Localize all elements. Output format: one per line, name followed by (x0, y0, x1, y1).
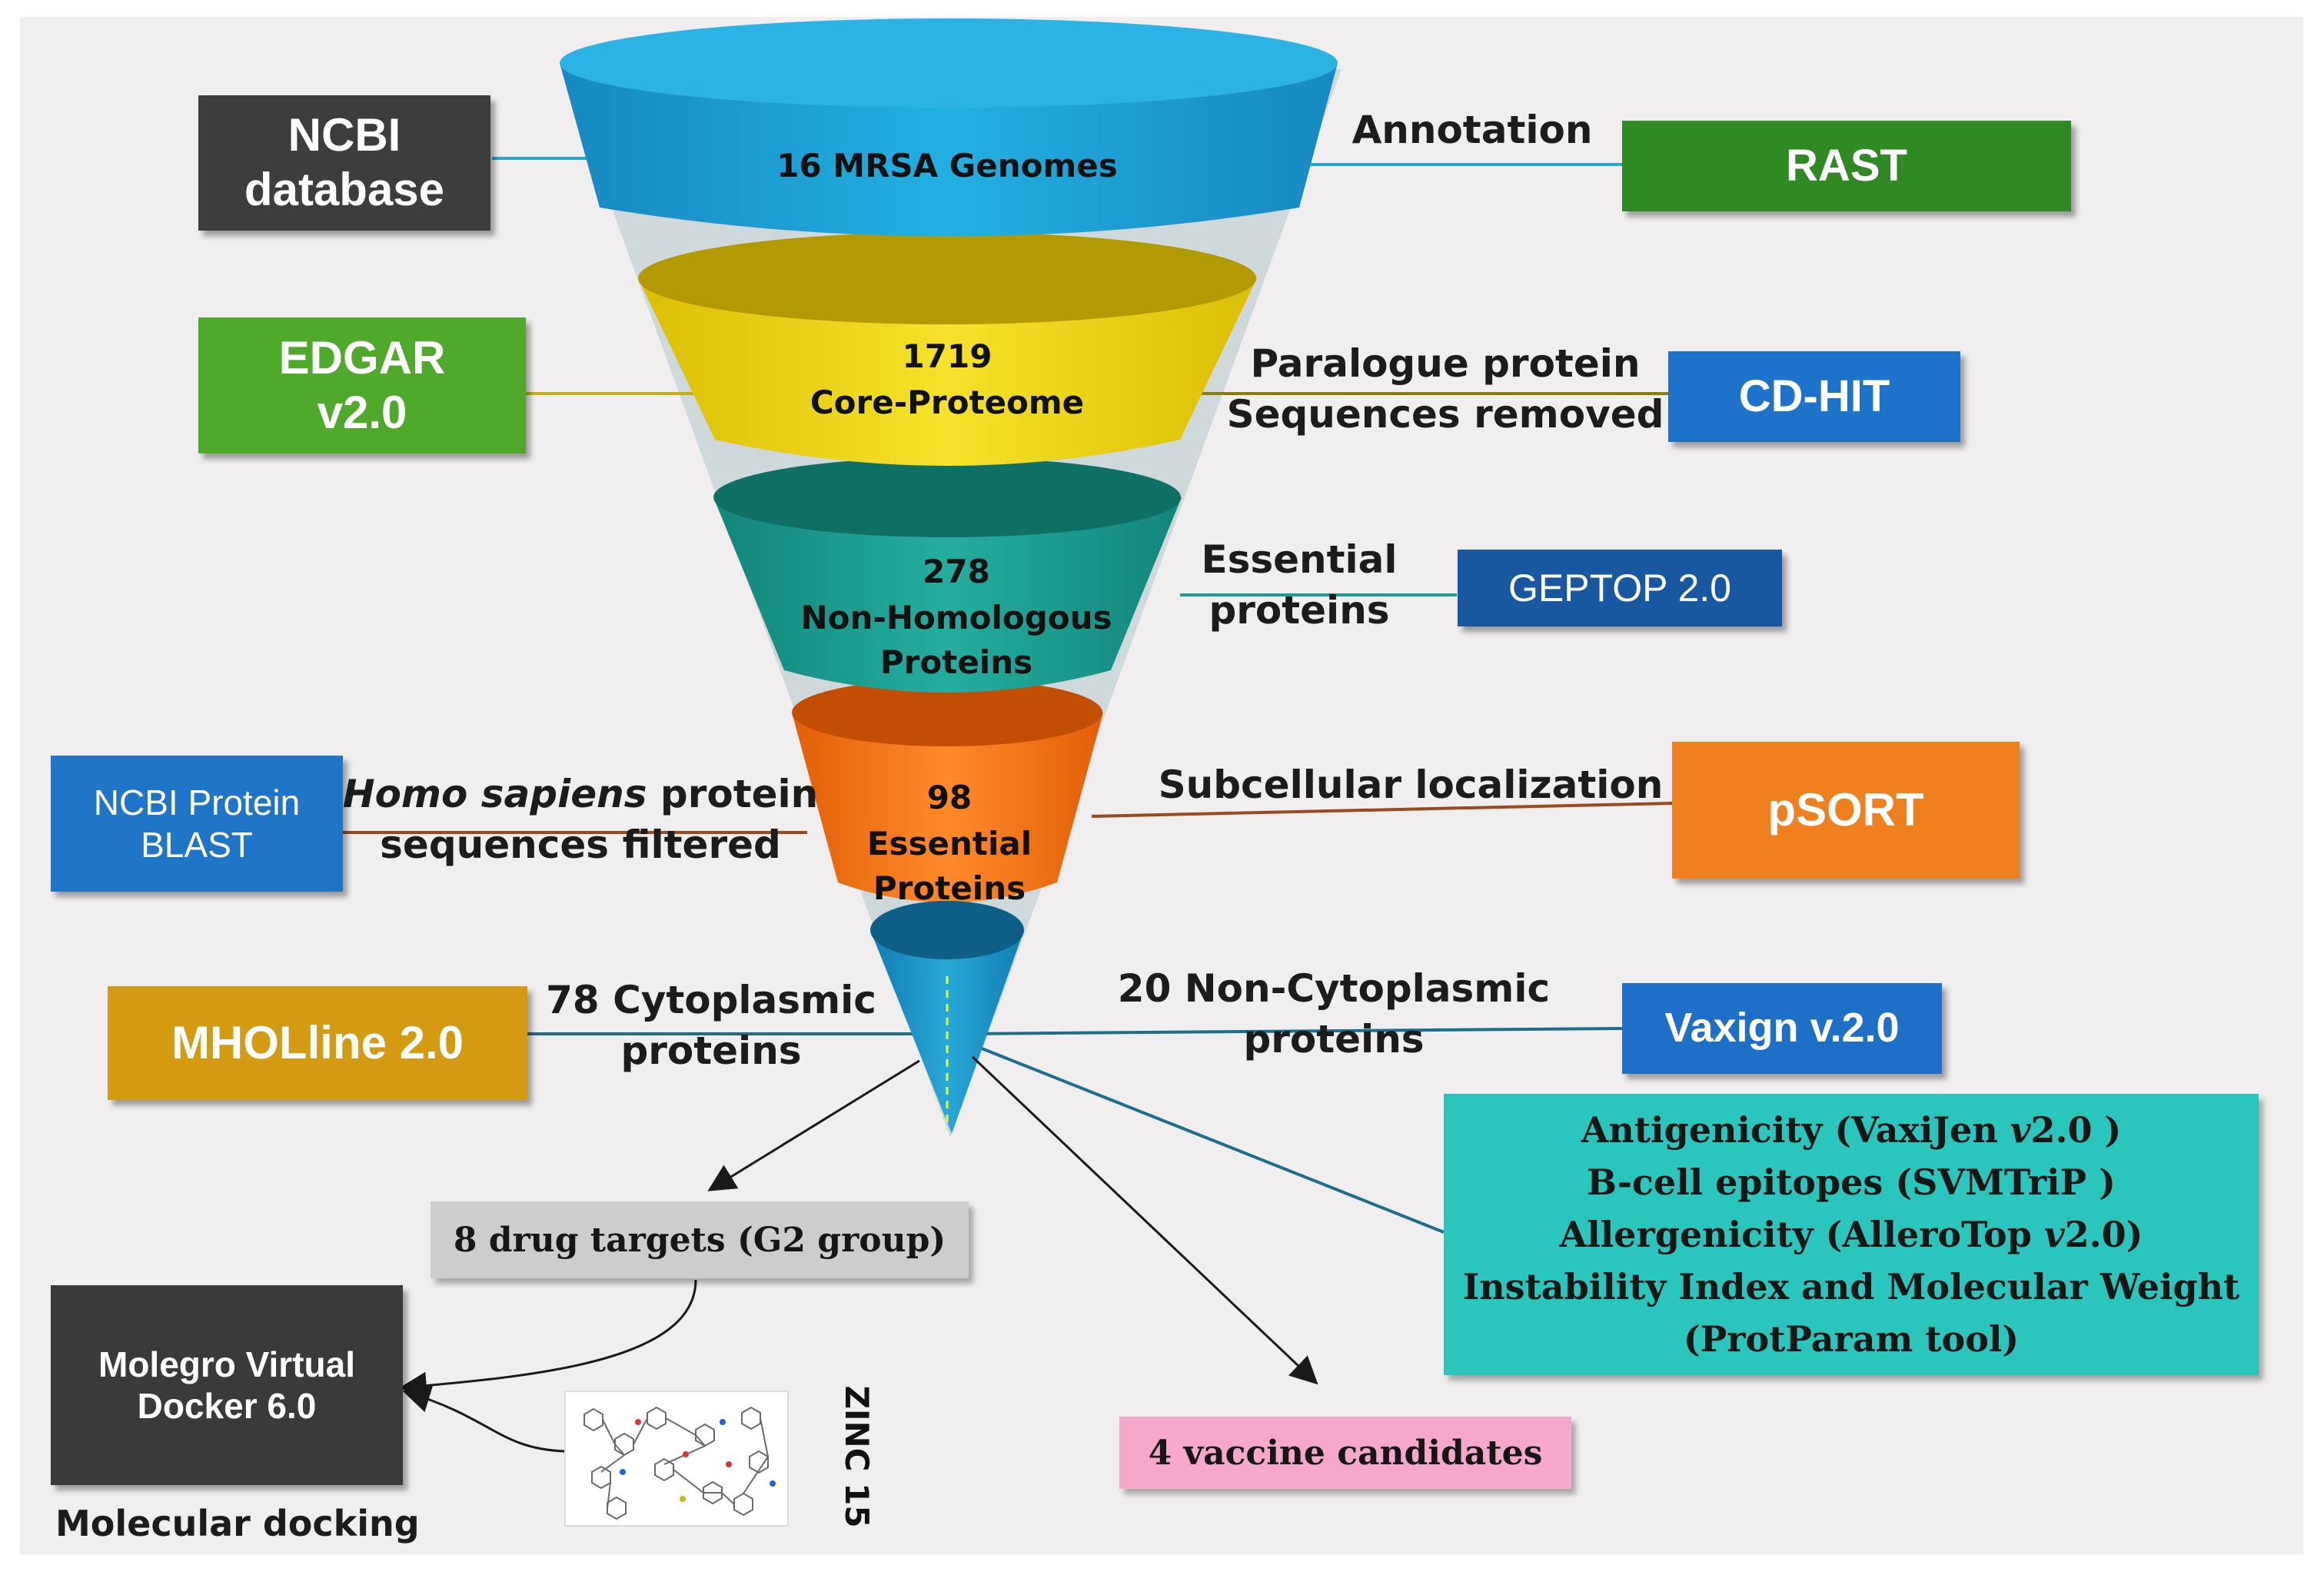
psort-label: pSORT (1767, 783, 1924, 836)
edgar-box: EDGAR v2.0 (198, 317, 526, 454)
criteria-line-3-italic: v (2043, 1213, 2065, 1255)
molecular-docking-label: Molecular docking (55, 1500, 455, 1547)
funnel-tip-top (870, 901, 1024, 959)
ncbi-blast-line-2: BLAST (141, 824, 253, 865)
non-cytoplasmic-line-1: 20 Non-Cytoplasmic (1117, 966, 1551, 1011)
funnel-level-2 (638, 278, 1257, 466)
molecular-docking-text: Molecular docking (55, 1503, 420, 1544)
subcellular-label: Subcellular localization (1153, 759, 1668, 810)
arrow-to-drug-targets (707, 1059, 920, 1191)
zinc-label: ZINC 15 (838, 1385, 876, 1527)
drug-targets-box: 8 drug targets (G2 group) (431, 1201, 969, 1278)
level-2-count: 1719 (903, 337, 992, 375)
funnel-level-3 (713, 497, 1182, 693)
drug-targets-text: 8 drug targets (G2 group) (453, 1220, 946, 1260)
non-cytoplasmic-line-2: proteins (1243, 1017, 1425, 1062)
paralogue-line-2: Sequences removed (1226, 392, 1664, 437)
ncbi-blast-line-1: NCBI Protein (93, 783, 301, 823)
funnel-level-4-top (792, 679, 1102, 746)
subcellular-text: Subcellular localization (1158, 763, 1664, 807)
homo-sapiens-label: Homo sapiens protein sequences filtered (338, 769, 823, 870)
essential-label: Essential proteins (1176, 534, 1422, 636)
criteria-line-2-pre: B-cell epitopes (SVMTriP ) (1587, 1161, 2116, 1203)
criteria-box: Antigenicity (VaxiJen v2.0 ) B-cell epit… (1444, 1094, 2259, 1375)
homo-sapiens-line-2: sequences filtered (380, 822, 781, 867)
annotation-text: Annotation (1352, 108, 1593, 152)
cytoplasmic-line-2: proteins (620, 1028, 802, 1073)
edgar-line-2: v2.0 (317, 386, 407, 438)
criteria-line-3: Allergenicity (AlleroTop v2.0) (1560, 1208, 2143, 1261)
arrow-to-vaccine-candidates (971, 1055, 1318, 1385)
non-cytoplasmic-label: 20 Non-Cytoplasmic proteins (1092, 963, 1576, 1065)
essential-line-1: Essential (1201, 537, 1398, 582)
criteria-line-1-pre: Antigenicity (VaxiJen (1581, 1108, 2010, 1151)
criteria-line-3-post: 2.0) (2064, 1213, 2143, 1255)
annotation-label: Annotation (1342, 105, 1603, 155)
criteria-line-2: B-cell epitopes (SVMTriP ) (1587, 1156, 2116, 1208)
geptop-box: GEPTOP 2.0 (1458, 550, 1782, 626)
vaxign-label: Vaxign v.2.0 (1664, 1005, 1900, 1052)
level-4-label-2: Proteins (873, 869, 1026, 907)
paralogue-label: Paralogue protein Sequences removed (1219, 338, 1672, 440)
criteria-line-4-pre: Instability Index and Molecular Weight (1462, 1266, 2240, 1308)
cdhit-label: CD-HIT (1738, 370, 1890, 421)
rast-label: RAST (1786, 140, 1907, 191)
criteria-line-1-italic: v (2010, 1108, 2031, 1151)
level-3-label-2: Proteins (880, 643, 1032, 681)
homo-sapiens-rest: protein (647, 772, 819, 816)
essential-line-2: proteins (1209, 588, 1390, 633)
arrow-drug-targets-to-molegro (399, 1279, 697, 1400)
level-3-count: 278 (923, 553, 990, 590)
cdhit-box: CD-HIT (1668, 351, 1960, 442)
cytoplasmic-line-1: 78 Cytoplasmic (546, 978, 876, 1022)
ncbi-database-line-2: database (244, 164, 445, 215)
cytoplasmic-label: 78 Cytoplasmic proteins (530, 975, 892, 1076)
criteria-line-5-pre: (ProtParam tool) (1683, 1318, 2020, 1361)
connector-psort (1091, 802, 1673, 818)
criteria-line-4: Instability Index and Molecular Weight (1463, 1261, 2240, 1313)
level-2-label: Core-Proteome (810, 384, 1084, 421)
paralogue-line-1: Paralogue protein (1250, 341, 1641, 386)
ncbi-database-line-1: NCBI (288, 109, 401, 161)
vaccine-candidates-box: 4 vaccine candidates (1119, 1417, 1571, 1489)
vaxign-box: Vaxign v.2.0 (1622, 983, 1942, 1074)
molegro-line-2: Docker 6.0 (137, 1386, 317, 1426)
criteria-line-3-pre: Allergenicity (AlleroTop (1559, 1213, 2044, 1255)
ncbi-blast-box: NCBI Protein BLAST (51, 756, 343, 892)
psort-box: pSORT (1672, 742, 2020, 879)
homo-sapiens-italic: Homo sapiens (342, 772, 647, 816)
criteria-line-5: (ProtParam tool) (1684, 1313, 2019, 1365)
ncbi-database-box: NCBI database (198, 95, 490, 231)
level-1-text: 16 MRSA Genomes (776, 147, 1118, 184)
molegro-box: Molegro Virtual Docker 6.0 (51, 1285, 403, 1485)
criteria-line-1: Antigenicity (VaxiJen v2.0 ) (1581, 1104, 2122, 1156)
funnel-level-2-top (638, 232, 1256, 324)
criteria-line-1-post: 2.0 ) (2030, 1108, 2122, 1151)
vaccine-candidates-text: 4 vaccine candidates (1148, 1433, 1543, 1473)
zinc-compound-image (564, 1391, 789, 1527)
funnel-level-3-top (713, 457, 1181, 537)
connector-criteria (969, 1042, 1445, 1234)
geptop-label: GEPTOP 2.0 (1508, 566, 1731, 610)
mholline-label: MHOLline 2.0 (171, 1016, 464, 1068)
level-3-label: Non-Homologous (800, 599, 1112, 636)
level-4-count: 98 (927, 779, 972, 816)
mholline-box: MHOLline 2.0 (108, 986, 527, 1100)
molegro-line-1: Molegro Virtual (98, 1344, 355, 1384)
funnel-level-1-top (560, 18, 1338, 108)
homo-sapiens-line-1: Homo sapiens protein (338, 769, 823, 819)
rast-box: RAST (1622, 121, 2071, 211)
funnel-level-1 (560, 63, 1338, 237)
level-4-label: Essential (867, 825, 1032, 862)
edgar-line-1: EDGAR (278, 331, 446, 384)
funnel-level-4 (792, 713, 1103, 902)
connector-vaxign (960, 1027, 1623, 1035)
arrow-zinc-to-molegro (402, 1385, 566, 1453)
